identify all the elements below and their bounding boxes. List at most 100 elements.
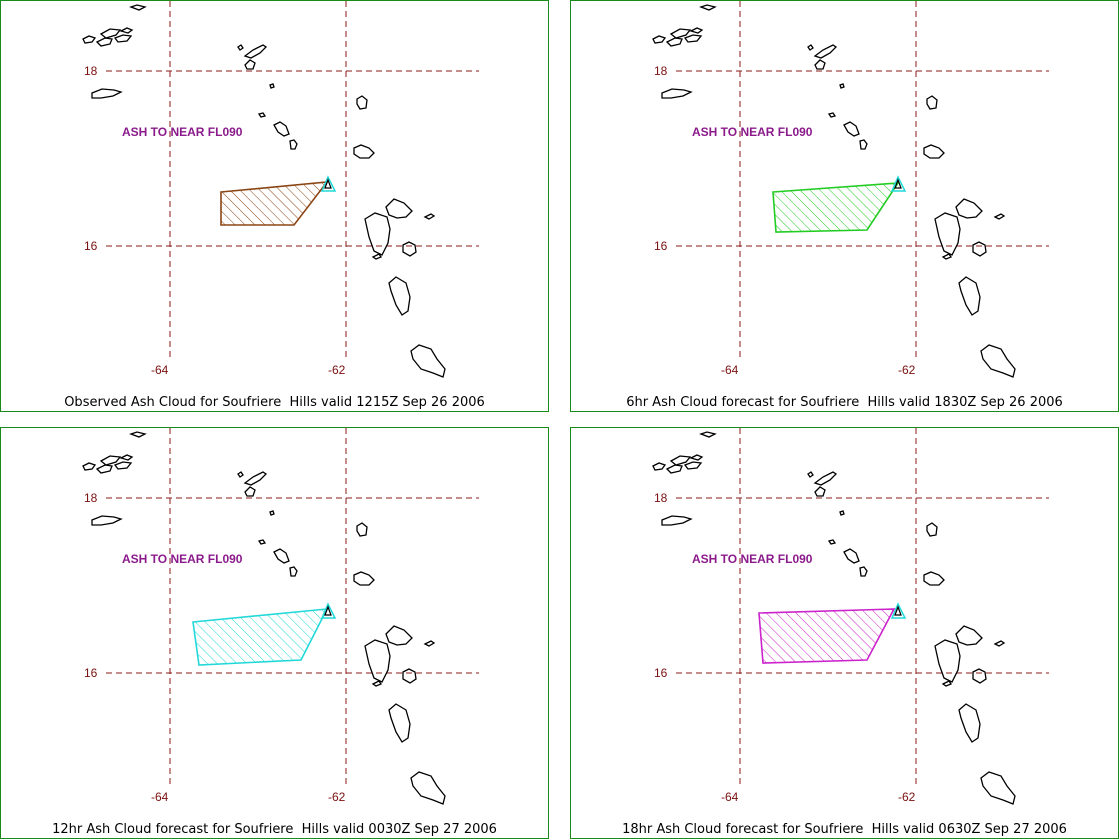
island-outline xyxy=(955,198,983,219)
lat-label-16: 16 xyxy=(654,666,668,680)
island-outline xyxy=(273,121,290,137)
island-outline xyxy=(980,771,1016,805)
ash-cloud-polygon xyxy=(220,181,329,226)
island-outline xyxy=(244,59,256,70)
lon-label-62: -62 xyxy=(898,363,916,377)
island-outline xyxy=(661,515,693,526)
island-outline xyxy=(364,639,391,683)
island-outline xyxy=(385,198,413,219)
island-outline xyxy=(91,88,123,99)
island-outline xyxy=(807,44,814,51)
island-outline xyxy=(683,34,703,43)
ash-cloud-polygon xyxy=(772,182,900,233)
island-outline xyxy=(669,455,692,466)
lon-label-62: -62 xyxy=(898,790,916,804)
lon-label-64: -64 xyxy=(151,363,169,377)
island-outline xyxy=(237,471,244,478)
island-outline xyxy=(972,668,987,684)
island-outline xyxy=(859,566,868,577)
volcano-triangle xyxy=(320,602,337,619)
island-outline xyxy=(364,212,391,256)
island-outline xyxy=(807,471,814,478)
island-outline xyxy=(683,461,703,470)
volcano-peak xyxy=(894,178,902,189)
island-outline xyxy=(923,144,945,159)
island-outline xyxy=(423,640,436,647)
lon-label-62: -62 xyxy=(328,363,346,377)
island-outline xyxy=(388,276,411,316)
map-panel-6hr: 18 16 -64 -62 ASH TO NEAR FL090 6hr Ash … xyxy=(570,0,1119,412)
volcano-icon xyxy=(890,602,907,619)
island-outline xyxy=(410,771,446,805)
lat-lon-grid xyxy=(106,428,479,788)
island-outline xyxy=(859,139,868,150)
island-outline xyxy=(972,241,987,257)
island-outline xyxy=(941,253,952,260)
island-outline xyxy=(91,515,123,526)
ash-cloud-area xyxy=(772,182,900,233)
island-outline xyxy=(385,625,413,646)
island-outline xyxy=(689,454,704,461)
island-outline xyxy=(82,35,97,44)
map-panel-18hr: 18 16 -64 -62 ASH TO NEAR FL090 18hr Ash… xyxy=(570,427,1119,839)
island-outline xyxy=(926,95,938,110)
island-outline xyxy=(665,464,683,474)
island-outline xyxy=(993,213,1006,220)
island-outline xyxy=(839,83,845,89)
island-outline xyxy=(839,510,845,516)
island-outline xyxy=(934,639,961,683)
island-outline xyxy=(843,121,860,137)
map-canvas: 18 16 -64 -62 ASH TO NEAR FL090 xyxy=(652,428,1049,805)
island-outline xyxy=(289,139,298,150)
lat-lon-grid xyxy=(676,1,1049,361)
volcano-icon xyxy=(890,175,907,192)
island-outline xyxy=(402,241,417,257)
lat-label-18: 18 xyxy=(84,64,98,78)
lat-label-16: 16 xyxy=(84,666,98,680)
island-outline xyxy=(82,462,97,471)
island-outline xyxy=(410,344,446,378)
island-outline xyxy=(665,37,683,47)
lat-lon-grid xyxy=(106,1,479,361)
lon-label-62: -62 xyxy=(328,790,346,804)
island-outline xyxy=(129,4,147,11)
island-outline xyxy=(371,253,382,260)
island-outline xyxy=(257,539,267,545)
island-outline xyxy=(129,431,147,438)
island-outline xyxy=(423,213,436,220)
ash-cloud-area xyxy=(192,608,329,666)
island-outline xyxy=(388,703,411,743)
ash-cloud-area xyxy=(758,608,896,664)
island-outline xyxy=(827,112,837,118)
island-outline xyxy=(958,276,981,316)
island-outline xyxy=(843,548,860,564)
island-outline xyxy=(813,471,838,486)
island-outline xyxy=(269,510,275,516)
volcano-icon xyxy=(320,175,337,192)
island-outline xyxy=(699,431,717,438)
coastlines xyxy=(652,431,1016,805)
volcano-icon xyxy=(320,602,337,619)
ash-cloud-polygon xyxy=(192,608,329,666)
coastlines xyxy=(652,4,1016,378)
ash-height-annotation: ASH TO NEAR FL090 xyxy=(692,552,813,566)
island-outline xyxy=(813,44,838,59)
island-outline xyxy=(814,486,826,497)
volcano-peak xyxy=(324,605,332,616)
island-outline xyxy=(95,37,113,47)
island-outline xyxy=(119,27,134,34)
island-outline xyxy=(113,461,133,470)
panel-caption: 12hr Ash Cloud forecast for Soufriere Hi… xyxy=(52,822,497,837)
island-outline xyxy=(699,4,717,11)
island-outline xyxy=(941,680,952,687)
island-outline xyxy=(237,44,244,51)
island-outline xyxy=(926,522,938,537)
map-panel-12hr: 18 16 -64 -62 ASH TO NEAR FL090 12hr Ash… xyxy=(0,427,549,839)
island-outline xyxy=(923,571,945,586)
island-outline xyxy=(652,462,667,471)
volcano-triangle xyxy=(890,175,907,192)
map-canvas: 18 16 -64 -62 ASH TO NEAR FL090 xyxy=(652,1,1049,378)
island-outline xyxy=(827,539,837,545)
volcano-peak xyxy=(324,178,332,189)
volcano-peak xyxy=(894,605,902,616)
